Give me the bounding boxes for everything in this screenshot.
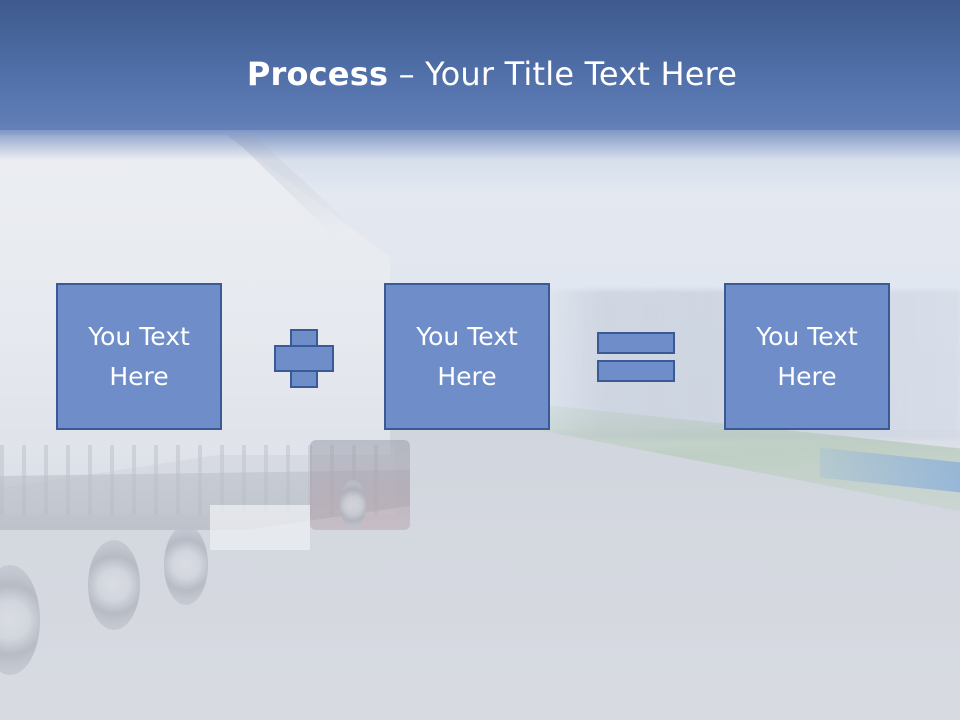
process-box-3[interactable]: You Text Here [724, 283, 890, 430]
truck-wheel [88, 540, 140, 630]
process-box-1-text: You Text Here [88, 321, 190, 391]
truck-bumper [210, 505, 310, 550]
process-box-2-text: You Text Here [416, 321, 518, 391]
title-band-fade [0, 125, 960, 160]
process-box-1[interactable]: You Text Here [56, 283, 222, 430]
plus-icon-center [292, 347, 316, 370]
slide-title-bold: Process [246, 55, 389, 93]
process-box-3-text: You Text Here [756, 321, 858, 391]
equals-icon-top-bar [597, 332, 675, 354]
truck-wheel [164, 525, 208, 605]
title-band [0, 0, 960, 130]
truck-wheel [340, 480, 366, 530]
process-box-2[interactable]: You Text Here [384, 283, 550, 430]
slide-title-rest: – Your Title Text Here [388, 55, 738, 93]
equals-icon-bottom-bar [597, 360, 675, 382]
slide-title[interactable]: Process – Your Title Text Here [0, 52, 960, 96]
